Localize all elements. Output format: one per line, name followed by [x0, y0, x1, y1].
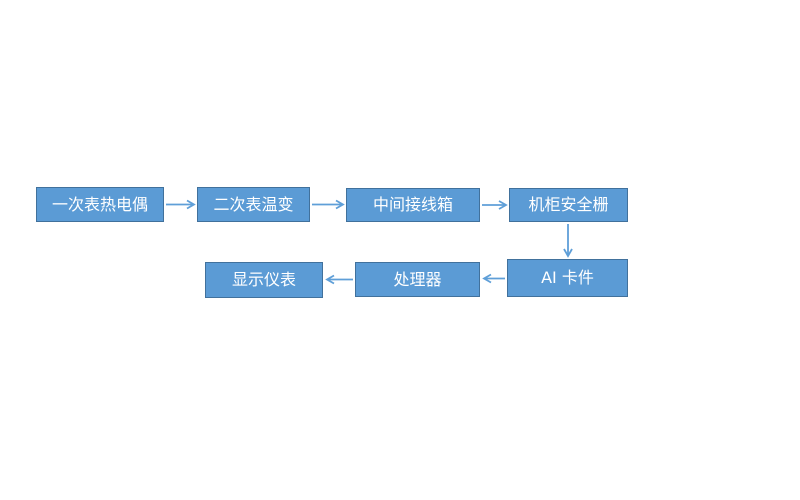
node-label: 二次表温变 [213, 194, 294, 214]
node-display-instrument: 显示仪表 [205, 262, 323, 298]
node-label: AI 卡件 [541, 268, 594, 287]
node-label: 处理器 [393, 269, 442, 289]
node-secondary-temp-transmitter: 二次表温变 [197, 187, 310, 222]
node-processor: 处理器 [355, 262, 480, 297]
node-label: 机柜安全栅 [528, 195, 609, 214]
node-primary-thermocouple: 一次表热电偶 [36, 187, 164, 222]
node-label: 显示仪表 [231, 270, 296, 289]
node-cabinet-safety-barrier: 机柜安全栅 [509, 188, 628, 222]
node-label: 一次表热电偶 [51, 194, 148, 214]
node-intermediate-junction-box: 中间接线箱 [346, 188, 480, 222]
node-ai-card: AI 卡件 [507, 259, 628, 297]
node-label: 中间接线箱 [372, 195, 453, 214]
